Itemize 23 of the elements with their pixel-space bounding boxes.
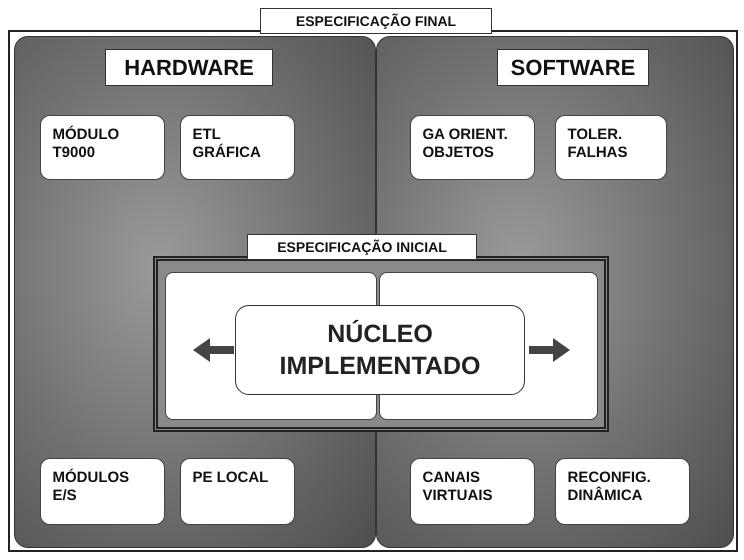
module-box <box>40 114 164 180</box>
module-label: PE LOCAL <box>192 468 270 486</box>
module-box <box>410 458 534 524</box>
core-label: NÚCLEO IMPLEMENTADO <box>278 318 482 382</box>
module-label: GA ORIENT. OBJETOS <box>422 126 509 162</box>
module-label: RECONFIG. DINÂMICA <box>568 468 652 504</box>
module-box <box>554 458 690 524</box>
module-label: CANAIS VIRTUAIS <box>422 468 494 504</box>
module-label: ETL GRÁFICA <box>192 126 262 162</box>
core-box <box>235 305 525 395</box>
frame-title: ESPECIFICAÇÃO INICIAL <box>247 234 477 260</box>
frame-title: SOFTWARE <box>497 49 649 86</box>
module-box <box>180 458 294 524</box>
frame-title: ESPECIFICAÇÃO FINAL <box>260 8 492 34</box>
module-label: TOLER. FALHAS <box>568 126 628 162</box>
module-box <box>180 114 294 180</box>
module-label: MÓDULO T9000 <box>52 126 120 162</box>
frame-title: HARDWARE <box>105 49 273 86</box>
module-box <box>40 458 164 524</box>
module-label: MÓDULOS E/S <box>52 468 130 504</box>
module-box <box>554 114 666 180</box>
module-box <box>410 114 534 180</box>
specification-frame <box>153 232 609 432</box>
